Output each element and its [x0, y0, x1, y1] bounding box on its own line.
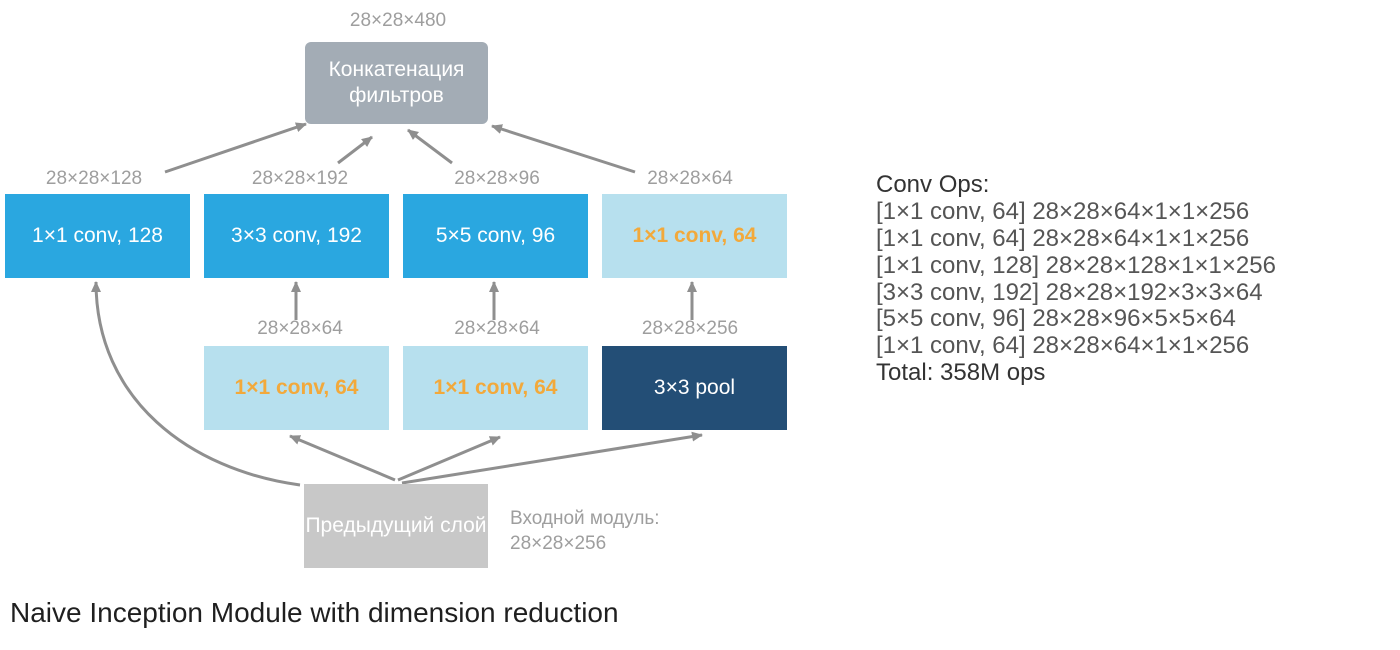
conv5x5-96-label: 5×5 conv, 96	[435, 223, 556, 247]
arrow-conv1x1-64-to-concat	[491, 124, 636, 174]
arrow-input-to-pool	[401, 431, 703, 485]
arrow-conv1x1-128-to-concat	[164, 122, 307, 174]
conv1x1-128-box: 1×1 conv, 128	[5, 194, 190, 278]
figure-caption: Naive Inception Module with dimension re…	[10, 597, 619, 628]
arrow-input-to-conv1x1-128	[91, 281, 301, 487]
conv-ops-line: [5×5 conv, 96] 28×28×96×5×5×64	[876, 305, 1236, 333]
input-module-note-line2: 28×28×256	[510, 532, 607, 554]
dim-label-top-2: 28×28×192	[251, 168, 349, 189]
reduce-1x1-64-box-1: 1×1 conv, 64	[204, 346, 389, 430]
input-module-note-line1: Входной модуль:	[510, 508, 660, 529]
dim-label-top-4: 28×28×64	[647, 168, 733, 189]
reduce-1x1-64-label-1: 1×1 conv, 64	[234, 375, 359, 399]
conv-ops-total: Total: 358M ops	[876, 359, 1046, 387]
conv5x5-96-box: 5×5 conv, 96	[403, 194, 588, 278]
pool-3x3-label: 3×3 pool	[653, 375, 736, 399]
conv-ops-heading: Conv Ops:	[876, 171, 990, 198]
conv1x1-64-proj-box: 1×1 conv, 64	[602, 194, 787, 278]
conv1x1-128-label: 1×1 conv, 128	[32, 223, 163, 247]
concat-dimension-label: 28×28×480	[349, 10, 447, 31]
dim-label-bottom-1: 28×28×64	[257, 318, 343, 339]
conv-ops-panel: Conv Ops: [1×1 conv, 64] 28×28×64×1×1×25…	[876, 171, 1276, 387]
arrow-input-to-reduce1	[289, 434, 396, 482]
conv-ops-line: [1×1 conv, 64] 28×28×64×1×1×256	[876, 197, 1250, 225]
pool-3x3-box: 3×3 pool	[602, 346, 787, 430]
concat-box: Конкатенация фильтров	[305, 42, 488, 124]
reduce-1x1-64-label-2: 1×1 conv, 64	[433, 375, 558, 399]
reduce-1x1-64-box-2: 1×1 conv, 64	[403, 346, 588, 430]
input-module-note: Входной модуль: 28×28×256	[510, 507, 660, 556]
conv-ops-line: [1×1 conv, 128] 28×28×128×1×1×256	[876, 251, 1276, 279]
conv-ops-line: [1×1 conv, 64] 28×28×64×1×1×256	[876, 332, 1250, 360]
arrow-conv5x5-to-concat	[407, 128, 453, 165]
dim-label-top-3: 28×28×96	[454, 168, 540, 189]
conv-ops-line: [3×3 conv, 192] 28×28×192×3×3×64	[876, 278, 1263, 306]
conv3x3-192-box: 3×3 conv, 192	[204, 194, 389, 278]
conv-ops-line: [1×1 conv, 64] 28×28×64×1×1×256	[876, 224, 1250, 252]
arrow-conv3x3-to-concat	[337, 135, 373, 165]
dim-label-bottom-2: 28×28×64	[454, 318, 540, 339]
arrow-input-to-reduce2	[397, 435, 501, 482]
conv1x1-64-proj-label: 1×1 conv, 64	[632, 223, 757, 247]
previous-layer-box: Предыдущий слой	[304, 484, 488, 568]
previous-layer-label: Предыдущий слой	[305, 513, 487, 537]
concat-label: Конкатенация фильтров	[328, 57, 465, 107]
conv3x3-192-label: 3×3 conv, 192	[231, 223, 362, 247]
dim-label-top-1: 28×28×128	[45, 168, 143, 189]
dim-label-bottom-3: 28×28×256	[641, 318, 739, 339]
